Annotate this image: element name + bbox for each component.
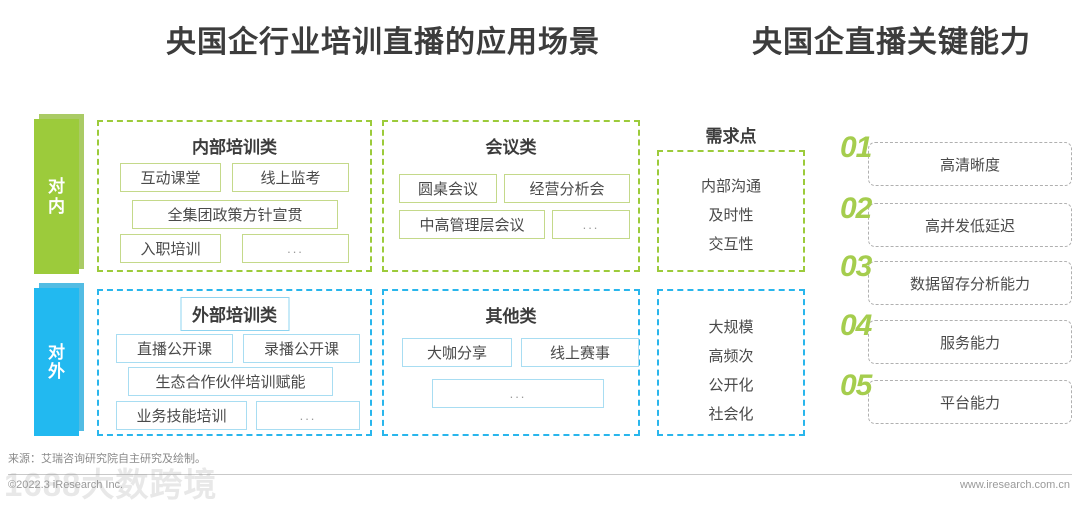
capability-box-2: 高并发低延迟 xyxy=(868,203,1072,247)
capability-number-2: 02 xyxy=(840,192,872,225)
chip-recorded-open-course: 录播公开课 xyxy=(243,334,360,363)
demand-external-point-3: 公开化 xyxy=(708,377,754,394)
capability-number-4: 04 xyxy=(840,309,872,342)
chip-interactive-classroom: 互动课堂 xyxy=(120,163,221,192)
chip-online-proctoring: 线上监考 xyxy=(232,163,349,192)
chip-online-competition: 线上赛事 xyxy=(521,338,639,367)
group-title-other: 其他类 xyxy=(485,307,537,326)
capability-box-5: 平台能力 xyxy=(868,380,1072,424)
demand-internal-point-3: 交互性 xyxy=(708,236,754,253)
chip-meeting-more: ... xyxy=(552,210,630,239)
capability-number-3: 03 xyxy=(840,250,872,283)
capability-box-1: 高清晰度 xyxy=(868,142,1072,186)
ellipsis-internal: ... xyxy=(287,241,304,256)
chip-external-more: ... xyxy=(256,401,360,430)
demand-external-point-1: 大规模 xyxy=(708,319,754,336)
tab-internal-line2: 内 xyxy=(48,196,65,216)
demand-external-point-4: 社会化 xyxy=(708,406,754,423)
group-internal-training: 内部培训类 互动课堂 线上监考 全集团政策方针宣贯 入职培训 ... xyxy=(97,120,372,272)
chip-other-more: ... xyxy=(432,379,604,408)
tab-external: 对 外 xyxy=(34,288,79,436)
tab-external-line2: 外 xyxy=(48,362,65,381)
chip-business-review-meeting: 经营分析会 xyxy=(504,174,630,203)
group-meeting: 会议类 圆桌会议 经营分析会 中高管理层会议 ... xyxy=(382,120,640,272)
ellipsis-meeting: ... xyxy=(582,217,600,232)
page-title-left: 央国企行业培训直播的应用场景 xyxy=(166,26,600,59)
demand-points-external: 大规模 高频次 公开化 社会化 xyxy=(657,289,805,436)
group-title-meeting: 会议类 xyxy=(485,138,537,157)
tab-internal: 对 内 xyxy=(34,119,79,274)
capability-label-1: 高清晰度 xyxy=(939,156,1000,174)
capability-row-1: 01 高清晰度 xyxy=(840,131,1072,189)
chip-live-open-course: 直播公开课 xyxy=(116,334,233,363)
capability-row-3: 03 数据留存分析能力 xyxy=(840,250,1072,308)
ellipsis-external: ... xyxy=(299,408,317,423)
demand-internal-point-2: 及时性 xyxy=(708,207,754,224)
demand-external-point-2: 高频次 xyxy=(708,348,754,365)
chip-group-policy-briefing: 全集团政策方针宣贯 xyxy=(132,200,338,229)
group-title-external-training: 外部培训类 xyxy=(180,297,289,331)
copyright-text: ©2022.3 iResearch Inc. xyxy=(8,479,124,491)
capability-number-1: 01 xyxy=(840,131,872,164)
page-title-right: 央国企直播关键能力 xyxy=(752,26,1031,59)
chip-internal-more: ... xyxy=(242,234,349,263)
capability-row-5: 05 平台能力 xyxy=(840,369,1072,427)
chip-onboarding-training: 入职培训 xyxy=(120,234,221,263)
chip-ecosystem-partner-training: 生态合作伙伴培训赋能 xyxy=(128,367,333,396)
capability-label-4: 服务能力 xyxy=(939,334,1000,352)
demand-points-internal: 内部沟通 及时性 交互性 xyxy=(657,150,805,272)
capability-row-2: 02 高并发低延迟 xyxy=(840,192,1072,250)
chip-senior-management-meeting: 中高管理层会议 xyxy=(399,210,545,239)
capability-box-4: 服务能力 xyxy=(868,320,1072,364)
chip-business-skill-training: 业务技能培训 xyxy=(116,401,247,430)
capability-label-2: 高并发低延迟 xyxy=(924,217,1015,235)
capability-number-5: 05 xyxy=(840,369,872,402)
demand-internal-point-1: 内部沟通 xyxy=(700,178,761,195)
footer-url: www.iresearch.com.cn xyxy=(959,479,1070,491)
footer-divider xyxy=(8,474,1072,475)
capability-row-4: 04 服务能力 xyxy=(840,309,1072,367)
group-external-training: 外部培训类 直播公开课 录播公开课 生态合作伙伴培训赋能 业务技能培训 ... xyxy=(97,289,372,436)
group-title-internal-training: 内部培训类 xyxy=(192,138,277,157)
tab-external-line1: 对 xyxy=(48,342,65,362)
source-note: 来源：艾瑞咨询研究院自主研究及绘制。 xyxy=(8,453,206,465)
tab-internal-line1: 对 xyxy=(48,177,65,197)
ellipsis-other: ... xyxy=(509,386,527,401)
chip-expert-sharing: 大咖分享 xyxy=(402,338,512,367)
heading-demand-points: 需求点 xyxy=(705,127,757,146)
capability-box-3: 数据留存分析能力 xyxy=(868,261,1072,305)
group-other: 其他类 大咖分享 线上赛事 ... xyxy=(382,289,640,436)
capability-label-5: 平台能力 xyxy=(939,394,1000,412)
capability-label-3: 数据留存分析能力 xyxy=(909,275,1030,293)
chip-roundtable-meeting: 圆桌会议 xyxy=(399,174,497,203)
